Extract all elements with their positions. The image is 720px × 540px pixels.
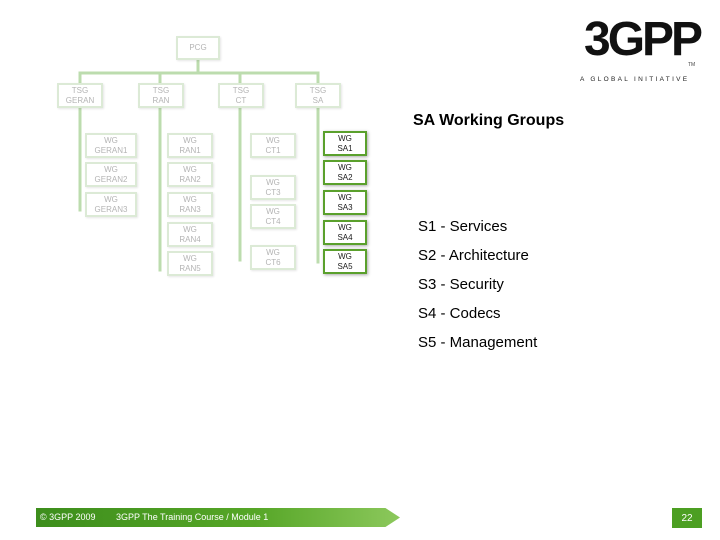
page-number: 22 bbox=[672, 508, 702, 528]
wg-ran1-box: WG RAN1 bbox=[167, 133, 213, 158]
footer-bar bbox=[36, 508, 400, 527]
tsg-sa-box: TSG SA bbox=[295, 83, 341, 108]
wg-geran3-box: WG GERAN3 bbox=[85, 192, 137, 217]
tsg-ran-box: TSG RAN bbox=[138, 83, 184, 108]
logo-mark: 3GPP bbox=[584, 13, 703, 66]
wg-ct1-box: WG CT1 bbox=[250, 133, 296, 158]
wg-ct4-box: WG CT4 bbox=[250, 204, 296, 229]
pcg-box: PCG bbox=[176, 36, 220, 60]
footer-copyright: © 3GPP 2009 bbox=[40, 512, 96, 522]
list-item: S3 - Security bbox=[418, 276, 504, 293]
wg-ct3-box: WG CT3 bbox=[250, 175, 296, 200]
wg-ran4-box: WG RAN4 bbox=[167, 222, 213, 247]
wg-sa4-box: WG SA4 bbox=[323, 220, 367, 245]
wg-ran3-box: WG RAN3 bbox=[167, 192, 213, 217]
logo-trademark: TM bbox=[688, 62, 696, 68]
wg-ct6-box: WG CT6 bbox=[250, 245, 296, 270]
wg-geran2-box: WG GERAN2 bbox=[85, 162, 137, 187]
tsg-geran-box: TSG GERAN bbox=[57, 83, 103, 108]
footer-course: 3GPP The Training Course / Module 1 bbox=[116, 512, 269, 522]
wg-ran5-box: WG RAN5 bbox=[167, 251, 213, 276]
wg-sa1-box: WG SA1 bbox=[323, 131, 367, 156]
list-item: S1 - Services bbox=[418, 218, 508, 235]
list-item: S2 - Architecture bbox=[418, 247, 529, 264]
wg-sa2-box: WG SA2 bbox=[323, 160, 367, 185]
wg-ran2-box: WG RAN2 bbox=[167, 162, 213, 187]
list-item: S4 - Codecs bbox=[418, 305, 501, 322]
wg-sa5-box: WG SA5 bbox=[323, 249, 367, 274]
wg-sa3-box: WG SA3 bbox=[323, 190, 367, 215]
wg-geran1-box: WG GERAN1 bbox=[85, 133, 137, 158]
slide-title: SA Working Groups bbox=[413, 112, 565, 129]
logo-tagline: A GLOBAL INITIATIVE bbox=[580, 76, 690, 83]
3gpp-logo: 3GPP TM A GLOBAL INITIATIVE bbox=[578, 10, 704, 88]
list-item: S5 - Management bbox=[418, 334, 538, 351]
sa-group-list: S1 - Services S2 - Architecture S3 - Sec… bbox=[418, 217, 537, 362]
tsg-ct-box: TSG CT bbox=[218, 83, 264, 108]
